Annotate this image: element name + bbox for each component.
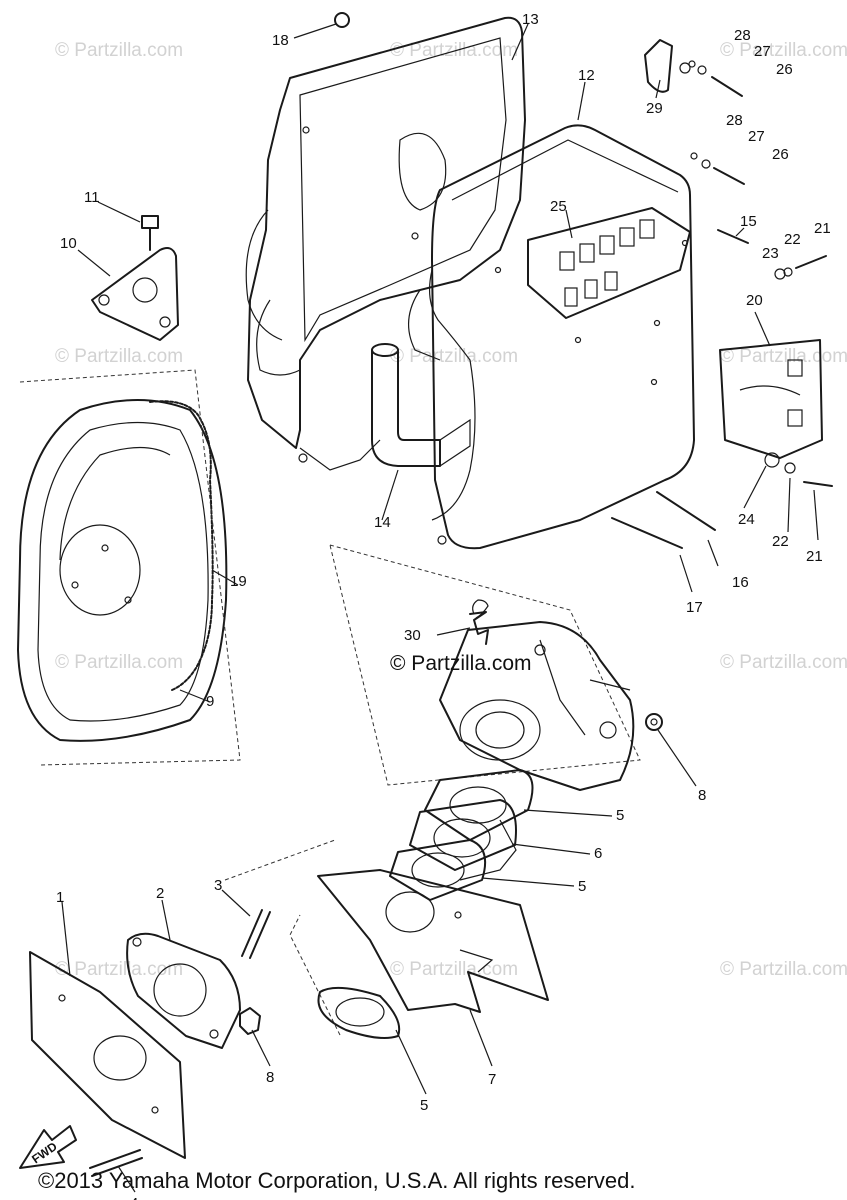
callout-7: 7 [488,1071,496,1088]
callout-26-top: 26 [776,61,793,78]
part-13-housing-back [245,16,526,471]
callout-3: 3 [214,877,222,894]
callout-10: 10 [60,235,77,252]
part-29-clamp [644,39,691,93]
callout-27-top: 27 [754,43,771,60]
part-6-flange [409,799,517,881]
callout-5-middle: 5 [578,878,586,895]
part-10-plate [91,247,179,341]
callout-24: 24 [738,511,755,528]
watermark: © Partzilla.com [55,40,183,61]
callout-8-left: 8 [266,1069,274,1086]
carburetor-assembly [439,599,635,791]
callout-13: 13 [522,11,539,28]
callout-4: 4 [130,1195,138,1200]
assembly-lines [19,369,641,1036]
callout-19: 19 [230,573,247,590]
watermark: © Partzilla.com [720,346,847,367]
callout-12: 12 [578,67,595,84]
part-3-stud [241,909,271,959]
callout-9: 9 [206,693,214,710]
callout-28-mid: 28 [726,112,743,129]
callout-15: 15 [740,213,757,230]
callouts: 18 13 12 28 27 26 29 28 27 26 11 25 15 2… [56,11,831,1200]
watermark: © Partzilla.com [55,959,183,980]
callout-5-lower: 5 [420,1097,428,1114]
watermark: © Partzilla.com [720,40,847,61]
watermark: © Partzilla.com [390,959,518,980]
callout-26-mid: 26 [772,146,789,163]
part-12-housing-front [407,124,695,550]
watermark: © Partzilla.com [720,652,847,673]
part-5-gasket-middle [389,839,486,901]
part-7-plate [317,869,549,1013]
part-1-plate [29,951,186,1159]
part-9-air-cover [17,399,228,742]
callout-21-top: 21 [814,220,831,237]
watermark: © Partzilla.com [55,346,183,367]
callout-18: 18 [272,32,289,49]
watermark: © Partzilla.com [390,346,518,367]
callout-5-upper: 5 [616,807,624,824]
part-5-gasket-lower [317,986,401,1039]
callout-14: 14 [374,514,391,531]
part-20-bracket [719,339,823,459]
part-14-elbow-pipe [371,343,471,467]
callout-21-bottom: 21 [806,548,823,565]
part-8-nut-upper [645,713,663,731]
part-4-stud [89,1149,143,1177]
part-25-rectifier [527,207,691,319]
callout-25: 25 [550,198,567,215]
part-2-manifold [126,932,241,1049]
part-18-nut [334,12,350,28]
callout-23: 23 [762,245,779,262]
watermark: © Partzilla.com [55,652,183,673]
copyright-text: ©2013 Yamaha Motor Corporation, U.S.A. A… [38,1168,635,1193]
callout-30: 30 [404,627,421,644]
part-30-clip [469,611,489,645]
fwd-arrow-icon: FWD [19,1125,77,1169]
callout-22-bottom: 22 [772,533,789,550]
watermark: © Partzilla.com [720,959,847,980]
callout-6: 6 [594,845,602,862]
callout-28-top: 28 [734,27,751,44]
callout-1: 1 [56,889,64,906]
callout-2: 2 [156,885,164,902]
callout-20: 20 [746,292,763,309]
callout-22-top: 22 [784,231,801,248]
callout-17: 17 [686,599,703,616]
callout-16: 16 [732,574,749,591]
part-8-nut-lower [239,1007,261,1035]
part-19-seal-cord [149,400,214,691]
center-watermark: © Partzilla.com [390,652,532,675]
callout-29: 29 [646,100,663,117]
leader-lines [61,23,819,1193]
watermark-grid: © Partzilla.com © Partzilla.com © Partzi… [55,40,847,980]
callout-11: 11 [84,189,100,206]
part-11-bolt [141,215,159,251]
upper-right-fasteners [611,60,833,549]
callout-27-mid: 27 [748,128,765,145]
callout-8-right: 8 [698,787,706,804]
